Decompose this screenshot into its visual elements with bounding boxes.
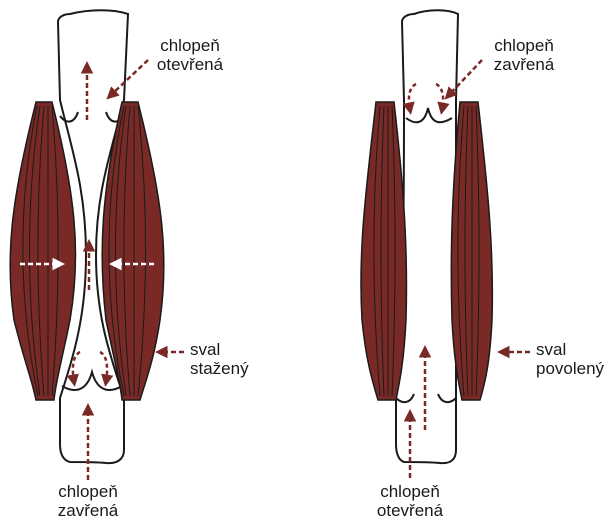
right-top-valve-label-line1: chlopeň [484,36,564,55]
left-bottom-valve-label-line1: chlopeň [48,482,128,501]
right-panel [361,10,530,478]
left-bottom-valve-label: chlopeň zavřená [48,482,128,520]
right-muscle-relaxed-a [361,102,407,400]
right-top-valve-label: chlopeň zavřená [484,36,564,74]
left-top-valve-label: chlopeň otevřená [150,36,230,74]
left-top-valve-label-line2: otevřená [150,55,230,74]
left-bottom-valve-label-line2: zavřená [48,501,128,520]
left-muscle-label-line1: sval [190,340,249,359]
left-muscle-label-line2: stažený [190,359,249,378]
right-muscle-label-line2: povolený [536,359,604,378]
left-muscle-label: sval stažený [190,340,249,378]
right-bottom-valve-label-line1: chlopeň [368,482,452,501]
right-muscle-relaxed-b [451,102,492,400]
right-muscle-label: sval povolený [536,340,604,378]
right-muscle-label-line1: sval [536,340,604,359]
left-muscle-contracted-a [10,102,75,400]
left-panel [10,10,184,480]
right-top-valve-label-line2: zavřená [484,55,564,74]
left-top-valve-label-line1: chlopeň [150,36,230,55]
right-bottom-valve-label-line2: otevřená [368,501,452,520]
right-bottom-valve-label: chlopeň otevřená [368,482,452,520]
